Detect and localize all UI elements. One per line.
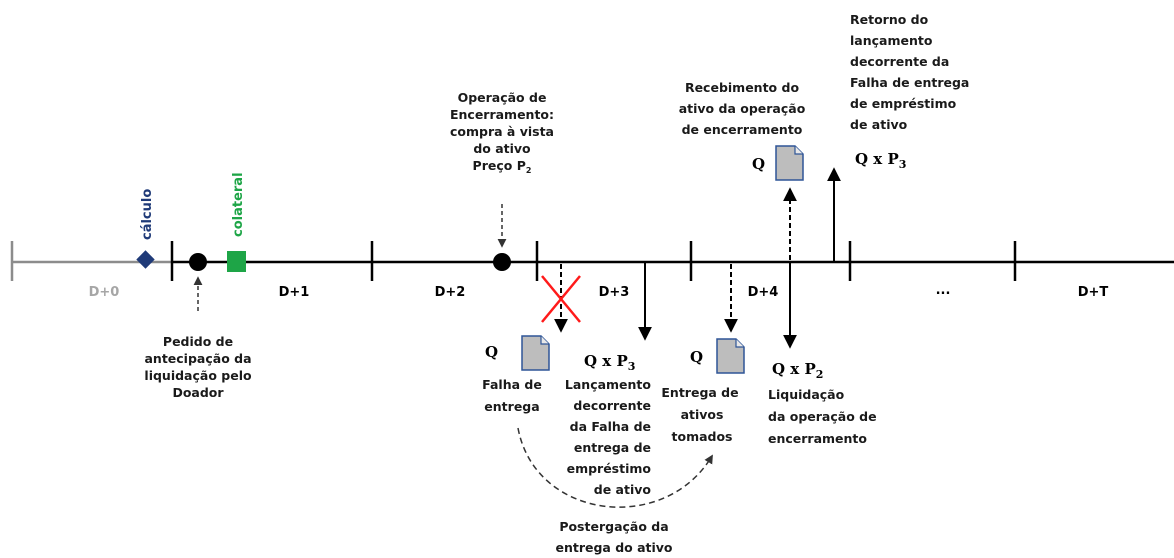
day-label-d1: D+1 xyxy=(279,285,310,300)
lancamento-line-2: decorrente xyxy=(573,398,651,413)
falha-line-2: entrega xyxy=(484,399,539,414)
square-icon xyxy=(227,251,246,272)
lancamento-amount: Q x P3 xyxy=(584,352,635,373)
falha-quantity: Q xyxy=(485,343,498,361)
entrega-line-3: tomados xyxy=(672,429,733,444)
retorno-note: Retorno do lançamento decorrente da Falh… xyxy=(850,12,969,132)
entrega-note: Entrega de ativos tomados xyxy=(661,385,738,444)
postergacao-line-1: Postergação da xyxy=(559,519,668,534)
lancamento-line-6: de ativo xyxy=(594,482,652,497)
operacao-line-2: Encerramento: xyxy=(450,107,554,122)
falha-line-1: Falha de xyxy=(482,377,542,392)
operacao-line-3: compra à vista xyxy=(450,124,554,139)
recebimento-line-1: Recebimento do xyxy=(685,80,799,95)
document-icon xyxy=(521,335,550,371)
recebimento-note: Recebimento do ativo da operação de ence… xyxy=(679,80,806,137)
liquidacao-line-3: encerramento xyxy=(768,431,867,446)
circle-icon xyxy=(189,253,207,271)
retorno-line-1: Retorno do xyxy=(850,12,929,27)
retorno-line-3: decorrente da xyxy=(850,54,949,69)
document-icon xyxy=(716,338,745,374)
retorno-line-5: de empréstimo xyxy=(850,96,957,111)
calculo-label: cálculo xyxy=(140,189,155,240)
postergacao-line-2: entrega do ativo xyxy=(555,540,672,555)
day-label-d0: D+0 xyxy=(89,285,120,300)
retorno-line-4: Falha de entrega xyxy=(850,75,969,90)
circle-icon xyxy=(493,253,511,271)
operacao-line-4: do ativo xyxy=(473,141,531,156)
entrega-line-1: Entrega de xyxy=(661,385,738,400)
lancamento-line-1: Lançamento xyxy=(565,377,652,392)
falha-note: Falha de entrega xyxy=(482,377,542,414)
day-label-d4: D+4 xyxy=(748,285,779,300)
preco-label: Preço P2 xyxy=(473,158,532,175)
entrega-quantity: Q xyxy=(690,348,703,366)
liquidacao-line-1: Liquidação xyxy=(768,387,845,402)
operacao-line-1: Operação de xyxy=(458,90,547,105)
pedido-line-2: antecipação da xyxy=(144,351,251,366)
entrega-line-2: ativos xyxy=(681,407,724,422)
pedido-line-3: liquidação pelo xyxy=(144,368,252,383)
document-icon xyxy=(775,145,804,181)
postergacao-arrow xyxy=(517,427,713,508)
lancamento-line-5: empréstimo xyxy=(567,461,652,476)
pedido-note: Pedido de antecipação da liquidação pelo… xyxy=(144,334,252,400)
pedido-line-1: Pedido de xyxy=(163,334,233,349)
liquidacao-amount: Q x P2 xyxy=(772,360,823,381)
retorno-line-6: de ativo xyxy=(850,117,908,132)
colateral-label: colateral xyxy=(231,172,246,237)
day-label-dots: ... xyxy=(936,283,951,298)
operacao-note: Operação de Encerramento: compra à vista… xyxy=(450,90,554,175)
recebimento-quantity: Q xyxy=(752,155,765,173)
day-label-d3: D+3 xyxy=(599,285,630,300)
recebimento-line-3: de encerramento xyxy=(682,122,803,137)
pedido-line-4: Doador xyxy=(172,385,224,400)
liquidacao-note: Liquidação da operação de encerramento xyxy=(768,387,877,446)
day-label-d2: D+2 xyxy=(435,285,466,300)
retorno-amount: Q x P3 xyxy=(855,150,906,171)
lancamento-note: Lançamento decorrente da Falha de entreg… xyxy=(565,377,652,497)
timeline-ticks xyxy=(10,241,1017,281)
day-label-dt: D+T xyxy=(1078,285,1109,300)
retorno-line-2: lançamento xyxy=(850,33,933,48)
cross-icon xyxy=(541,275,581,323)
diamond-icon xyxy=(136,250,155,269)
postergacao-note: Postergação da entrega do ativo xyxy=(555,519,672,555)
recebimento-line-2: ativo da operação xyxy=(679,101,806,116)
liquidacao-line-2: da operação de xyxy=(768,409,877,424)
lancamento-line-4: entrega de xyxy=(574,440,651,455)
lancamento-line-3: da Falha de xyxy=(570,419,651,434)
